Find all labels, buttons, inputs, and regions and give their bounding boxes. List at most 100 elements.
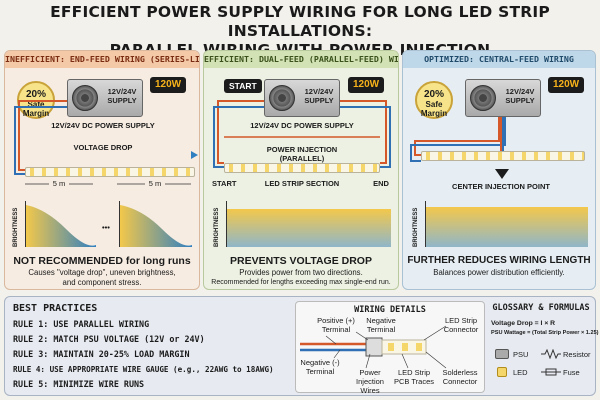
legend-psu: PSU bbox=[513, 350, 529, 359]
injection-label-1: POWER INJECTION bbox=[252, 145, 352, 154]
negative-wire bbox=[14, 106, 67, 175]
end-feed-desc-1: Causes "voltage drop", uneven brightness… bbox=[28, 268, 176, 277]
badge-percent: 20% bbox=[25, 89, 46, 100]
fan-icon bbox=[470, 85, 496, 111]
rule-text: USE PARALLEL WIRING bbox=[53, 319, 150, 329]
brightness-graph-right bbox=[119, 201, 192, 247]
dual-feed-verdict: PREVENTS VOLTAGE DROP bbox=[230, 255, 372, 267]
power-supply-unit: 12V/24V SUPPLY bbox=[264, 79, 340, 117]
formula-psu-wattage: PSU Wattage = (Total Strip Power × 1.25) bbox=[491, 330, 599, 336]
dual-feed-header: EFFICIENT: DUAL-FEED (PARALLEL-FEED) WIR… bbox=[204, 51, 398, 68]
safe-margin-badge: 20% Safe Margin bbox=[415, 81, 453, 119]
wiring-details-box: WIRING DETAILS Positive (+) Terminal Neg… bbox=[295, 301, 485, 395]
brightness-flat bbox=[227, 209, 391, 247]
strip-end-label: END bbox=[373, 179, 389, 188]
positive-wire-start bbox=[217, 100, 264, 164]
rule-4: RULE 4: USE APPROPRIATE WIRE GAUGE (e.g.… bbox=[13, 364, 274, 375]
positive-terminal-label: Positive (+) Terminal bbox=[317, 316, 355, 334]
injection-wires-label: Power Injection Wires bbox=[356, 368, 384, 395]
glossary-title: GLOSSARY & FORMULAS bbox=[492, 303, 590, 313]
fan-icon bbox=[72, 85, 98, 111]
psu-caption: 12V/24V DC POWER SUPPLY bbox=[250, 121, 354, 130]
led-icon bbox=[416, 343, 422, 351]
rule-text: MINIMIZE WIRE RUNS bbox=[53, 379, 145, 389]
arrow-up-icon bbox=[495, 169, 509, 179]
led-icon bbox=[402, 343, 408, 351]
negative-wire-end bbox=[340, 106, 391, 168]
positive-wire bbox=[18, 100, 67, 171]
psu-caption: 12V/24V DC POWER SUPPLY bbox=[51, 121, 155, 130]
end-feed-verdict: NOT RECOMMENDED for long runs bbox=[13, 255, 191, 267]
rule-label: RULE 1: bbox=[13, 319, 49, 329]
injection-label-2: (PARALLEL) bbox=[279, 154, 325, 163]
psu-label: 12V/24V SUPPLY bbox=[304, 87, 334, 105]
dual-feed-wires bbox=[213, 100, 391, 168]
ellipsis-dots: ••• bbox=[102, 223, 110, 232]
brightness-axis-label: BRIGHTNESS bbox=[214, 207, 220, 247]
rule-1: RULE 1: USE PARALLEL WIRING bbox=[13, 319, 149, 330]
center-injection-label: CENTER INJECTION POINT bbox=[452, 182, 550, 191]
brightness-axis-label: BRIGHTNESS bbox=[13, 207, 19, 247]
psu-label: 12V/24V SUPPLY bbox=[505, 87, 535, 105]
strip-section-label: LED STRIP SECTION bbox=[264, 179, 340, 188]
central-feed-verdict: FURTHER REDUCES WIRING LENGTH bbox=[407, 255, 591, 266]
negative-wire-start bbox=[213, 106, 264, 168]
rule-2: RULE 2: MATCH PSU VOLTAGE (12V or 24V) bbox=[13, 334, 205, 345]
rule-label: RULE 4: bbox=[13, 365, 46, 374]
brightness-flat bbox=[426, 207, 588, 247]
brightness-graph bbox=[425, 201, 588, 247]
power-supply-unit: 12V/24V SUPPLY bbox=[465, 79, 541, 117]
power-supply-unit: 12V/24V SUPPLY bbox=[67, 79, 143, 117]
wiring-details-title: WIRING DETAILS bbox=[354, 305, 426, 315]
rule-5: RULE 5: MINIMIZE WIRE RUNS bbox=[13, 379, 144, 390]
dual-feed-panel: EFFICIENT: DUAL-FEED (PARALLEL-FEED) WIR… bbox=[203, 50, 399, 290]
negative-terminal-label: Negative Terminal bbox=[366, 316, 396, 334]
end-feed-wires bbox=[14, 100, 198, 185]
led-icon bbox=[388, 343, 394, 351]
rule-label: RULE 2: bbox=[13, 334, 49, 344]
start-tag: START bbox=[224, 79, 262, 93]
connector-icon bbox=[365, 337, 383, 357]
rule-text: MAINTAIN 20-25% LOAD MARGIN bbox=[53, 349, 190, 359]
solderless-connector-label: Solderless Connector bbox=[442, 368, 478, 386]
formula-voltage-drop: Voltage Drop = I × R bbox=[491, 320, 556, 327]
dimension-right-label: 5 m bbox=[145, 179, 165, 188]
badge-percent: 20% bbox=[423, 89, 444, 100]
voltage-drop-label: VOLTAGE DROP bbox=[73, 143, 133, 152]
brightness-graph-left bbox=[25, 201, 96, 247]
dimension-left-label: 5 m bbox=[49, 179, 69, 188]
badge-text: Safe Margin bbox=[420, 100, 448, 118]
badge-text: Safe Margin bbox=[22, 100, 50, 118]
positive-wire-left bbox=[414, 117, 500, 156]
rule-text: USE APPROPRIATE WIRE GAUGE (e.g., 22AWG … bbox=[49, 365, 274, 374]
pcb-traces-label: LED Strip PCB Traces bbox=[394, 368, 435, 386]
negative-wire-left bbox=[410, 117, 506, 162]
brightness-curve-left bbox=[26, 205, 96, 247]
brightness-curve-right bbox=[120, 205, 192, 247]
psu-label: 12V/24V SUPPLY bbox=[107, 87, 137, 105]
dual-feed-desc-1: Provides power from two directions. bbox=[239, 268, 363, 277]
bottom-section: BEST PRACTICES RULE 1: USE PARALLEL WIRI… bbox=[4, 296, 599, 396]
strip-connector-label: LED Strip Connector bbox=[443, 316, 479, 334]
led-strip bbox=[224, 163, 380, 173]
central-feed-panel: OPTIMIZED: CENTRAL-FEED WIRING 20% Safe … bbox=[402, 50, 596, 290]
legend-led: LED bbox=[513, 368, 528, 377]
central-feed-desc-1: Balances power distribution efficiently. bbox=[433, 268, 565, 277]
title-line-1: EFFICIENT POWER SUPPLY WIRING FOR LONG L… bbox=[50, 3, 550, 40]
psu-legend-icon bbox=[495, 349, 509, 359]
legend-resistor: Resistor bbox=[563, 350, 591, 359]
arrow-head-icon bbox=[191, 151, 198, 159]
led-legend-icon bbox=[497, 367, 507, 377]
wattage-badge: 120W bbox=[150, 77, 187, 93]
end-feed-header: INEFFICIENT: END-FEED WIRING (SERIES-LIK… bbox=[5, 51, 199, 68]
central-feed-header: OPTIMIZED: CENTRAL-FEED WIRING bbox=[403, 51, 595, 68]
wattage-badge: 120W bbox=[348, 77, 385, 93]
dual-feed-desc-2: Recommended for lengths exceeding max si… bbox=[211, 279, 391, 286]
fan-icon bbox=[269, 85, 295, 111]
rule-3: RULE 3: MAINTAIN 20-25% LOAD MARGIN bbox=[13, 349, 189, 360]
brightness-graph bbox=[226, 201, 391, 247]
rule-label: RULE 5: bbox=[13, 379, 49, 389]
best-practices-title: BEST PRACTICES bbox=[13, 303, 98, 314]
brightness-axis-label: BRIGHTNESS bbox=[413, 207, 419, 247]
wattage-badge: 120W bbox=[548, 77, 585, 93]
